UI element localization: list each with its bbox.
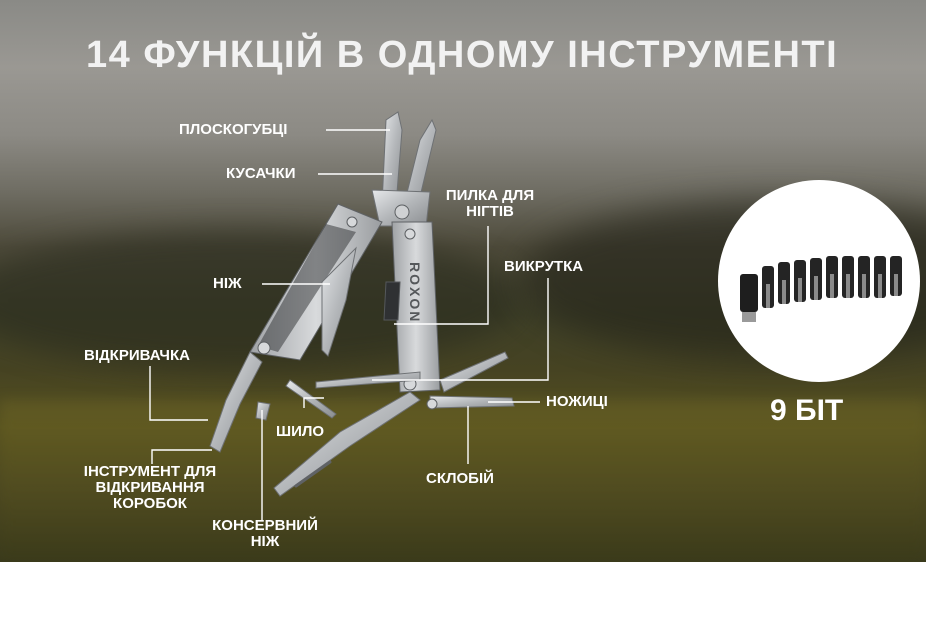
leader-line-bottle-opener <box>149 366 208 421</box>
knife-blade <box>321 246 357 357</box>
bit-tip <box>798 278 802 302</box>
pivot-screw <box>394 204 410 220</box>
label-can-opener: КОНСЕРВНИЙ НІЖ <box>212 517 318 550</box>
label-scissors: НОЖИЦІ <box>546 393 608 410</box>
label-bottle-opener: ВІДКРИВАЧКА <box>84 347 190 364</box>
handle-screw <box>426 398 438 410</box>
brand-engraving: ROXON <box>407 262 423 323</box>
bit-tip <box>862 274 866 298</box>
can-opener-blade <box>273 391 421 497</box>
headline: 14 ФУНКЦІЙ В ОДНОМУ ІНСТРУМЕНТІ <box>86 34 839 76</box>
can-opener-slot <box>294 460 332 488</box>
label-box-opener: ІНСТРУМЕНТ ДЛЯ ВІДКРИВАННЯ КОРОБОК <box>83 463 217 512</box>
label-knife: НІЖ <box>213 275 242 292</box>
bottle-opener-tool <box>209 351 263 453</box>
bit-tip <box>830 274 834 298</box>
leader-line-nail-file <box>394 226 489 325</box>
handle-screw <box>404 228 416 240</box>
background-field <box>0 400 926 562</box>
label-pliers: ПЛОСКОГУБЦІ <box>179 121 288 138</box>
awl-tool <box>285 379 337 419</box>
bit-tip <box>894 274 898 296</box>
bit-tip <box>846 274 850 298</box>
right-handle <box>391 221 441 393</box>
left-handle-inner <box>258 224 356 352</box>
label-awl: ШИЛО <box>276 423 325 440</box>
leader-lines <box>149 129 549 520</box>
label-nail-file: ПИЛКА ДЛЯ НІГТІВ <box>445 187 535 220</box>
label-glass-breaker: СКЛОБІЙ <box>426 470 494 487</box>
leader-line-box-opener <box>151 449 212 464</box>
handle-screw <box>346 216 358 228</box>
nail-file-tool <box>383 281 401 321</box>
leader-line-screwdriver <box>372 278 549 381</box>
handle-screw <box>257 341 271 355</box>
bit-set <box>740 256 902 322</box>
bit-tip <box>814 276 818 300</box>
bit-tip <box>878 274 882 298</box>
box-opener-hook <box>255 401 271 421</box>
label-screwdriver: ВИКРУТКА <box>504 258 584 275</box>
bit-tip <box>782 280 786 304</box>
multitool-illustration: ROXON <box>149 111 549 520</box>
leader-line-awl <box>303 397 324 408</box>
bit-holder <box>740 274 758 312</box>
hero-banner: 14 ФУНКЦІЙ В ОДНОМУ ІНСТРУМЕНТІ <box>0 0 926 562</box>
label-cutters: КУСАЧКИ <box>226 165 296 182</box>
bit-tip <box>766 284 770 308</box>
bits-caption: 9 БІТ <box>770 394 844 427</box>
scissors-blade <box>439 351 509 393</box>
bits-circle <box>718 180 920 382</box>
bit-holder-tip <box>742 312 756 322</box>
bit-set-image <box>740 256 902 322</box>
